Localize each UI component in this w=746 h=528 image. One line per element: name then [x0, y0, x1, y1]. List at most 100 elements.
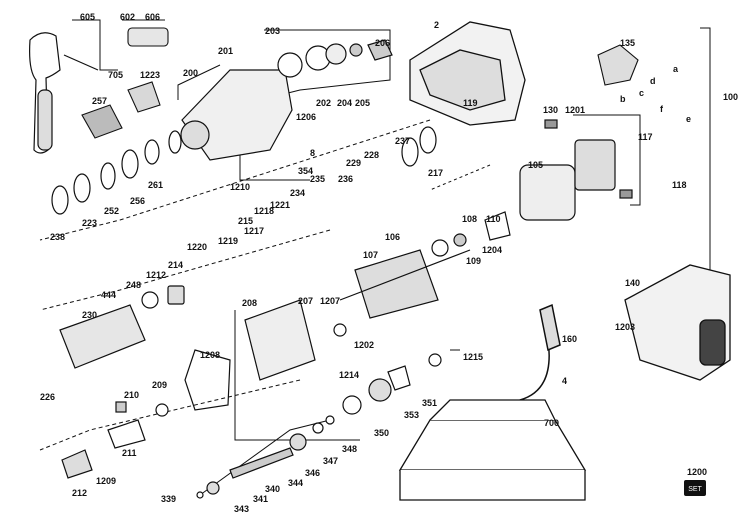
part-label: 105	[528, 160, 544, 170]
part-label: 206	[375, 38, 391, 48]
part-label: 4	[562, 376, 568, 386]
part-label: 705	[108, 70, 124, 80]
part-label: 106	[385, 232, 401, 242]
carrying-case	[398, 399, 587, 501]
part-label: 160	[562, 334, 578, 344]
part-label: 203	[265, 26, 281, 36]
part-label: 237	[395, 136, 411, 146]
part-label: 341	[253, 494, 269, 504]
intermediate-flange	[184, 299, 347, 411]
part-label: 110	[486, 214, 501, 224]
part-label: e	[686, 114, 692, 124]
part-label: 1214	[339, 370, 360, 380]
part-label: 118	[672, 180, 687, 190]
part-label: 1207	[320, 296, 341, 306]
part-label: 2	[434, 20, 440, 30]
hammer-cylinder	[59, 285, 185, 369]
part-label: 343	[234, 504, 250, 514]
part-label: 256	[130, 196, 146, 206]
part-label: 212	[72, 488, 88, 498]
part-label: 1218	[254, 206, 275, 216]
part-label: 209	[152, 380, 168, 390]
part-label: 108	[462, 214, 478, 224]
set-badge-text: SET	[688, 486, 702, 493]
part-label: b	[620, 94, 626, 104]
part-label: 1208	[200, 350, 221, 360]
part-label: 229	[346, 158, 362, 168]
part-label: 700	[544, 418, 560, 428]
part-label: 1217	[244, 226, 265, 236]
part-label: 1201	[565, 105, 586, 115]
part-label: 238	[50, 232, 66, 242]
part-label: 350	[374, 428, 390, 438]
chuck-assembly	[81, 27, 169, 139]
part-label: 347	[323, 456, 339, 466]
part-label: 1204	[482, 245, 503, 255]
part-label: 130	[543, 105, 559, 115]
part-label: d	[650, 76, 656, 86]
part-label: 208	[242, 298, 258, 308]
part-label: 201	[218, 46, 234, 56]
part-label: 444	[101, 290, 117, 300]
part-label: 1223	[140, 70, 161, 80]
clutch-parts	[61, 401, 169, 479]
part-label: 8	[310, 148, 316, 158]
part-label: 1209	[96, 476, 117, 486]
stator-and-brushes	[519, 119, 633, 221]
o-rings	[51, 126, 437, 215]
part-label: 339	[161, 494, 177, 504]
set-badge-icon: SET	[684, 480, 706, 496]
part-label: 1221	[270, 200, 291, 210]
part-label: 215	[238, 216, 254, 226]
part-label: 252	[104, 206, 120, 216]
part-label: 226	[40, 392, 56, 402]
gearing	[196, 353, 442, 499]
side-handle	[29, 32, 99, 154]
part-label: 248	[126, 280, 142, 290]
part-label: a	[673, 64, 679, 74]
part-label: 200	[183, 68, 199, 78]
part-label: 107	[363, 250, 379, 260]
part-label: 140	[625, 278, 641, 288]
part-label: 223	[82, 218, 98, 228]
part-label: 117	[638, 132, 653, 142]
part-label: 1203	[615, 322, 636, 332]
part-label: 344	[288, 478, 304, 488]
part-label: 204	[337, 98, 353, 108]
part-label: 1220	[187, 242, 208, 252]
part-label: 1206	[296, 112, 317, 122]
part-label: 353	[404, 410, 420, 420]
part-label: 236	[338, 174, 354, 184]
part-label: 235	[310, 174, 326, 184]
part-label: 211	[122, 448, 137, 458]
part-label: 217	[428, 168, 444, 178]
part-label: 1202	[354, 340, 375, 350]
part-label: 354	[298, 166, 314, 176]
part-label: 261	[148, 180, 164, 190]
part-label: 1200	[687, 467, 708, 477]
part-label: c	[639, 88, 645, 98]
part-label: 100	[723, 92, 739, 102]
part-label: 257	[92, 96, 108, 106]
part-label: 119	[463, 98, 478, 108]
part-label: 340	[265, 484, 281, 494]
part-label: 205	[355, 98, 371, 108]
part-label: f	[660, 104, 663, 114]
part-label: 202	[316, 98, 332, 108]
part-label: 214	[168, 260, 184, 270]
part-label: 135	[620, 38, 636, 48]
switch	[597, 44, 639, 86]
armature	[339, 211, 511, 319]
part-label: 1212	[146, 270, 167, 280]
part-label: 346	[305, 468, 321, 478]
motor-housing-half	[409, 21, 731, 381]
part-label: 348	[342, 444, 358, 454]
part-label: 1210	[230, 182, 251, 192]
part-label: 207	[298, 296, 314, 306]
part-label: 605	[80, 12, 96, 22]
part-label: 1219	[218, 236, 239, 246]
part-label: 1215	[463, 352, 484, 362]
part-label: 109	[466, 256, 482, 266]
